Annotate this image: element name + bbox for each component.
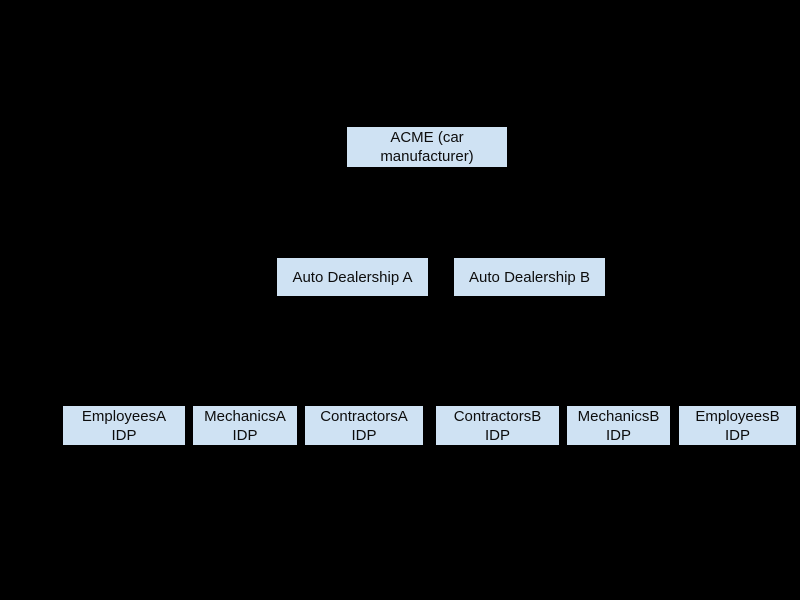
diagram-node-contractors-a-idp: ContractorsA IDP (305, 406, 423, 445)
diagram-node-acme: ACME (car manufacturer) (347, 127, 507, 167)
diagram-node-mechanics-a-idp: MechanicsA IDP (193, 406, 297, 445)
diagram-node-employees-a-idp: EmployeesA IDP (63, 406, 185, 445)
diagram-node-contractors-b-idp: ContractorsB IDP (436, 406, 559, 445)
diagram-node-employees-b-idp: EmployeesB IDP (679, 406, 796, 445)
diagram-node-auto-dealership-a: Auto Dealership A (277, 258, 428, 296)
diagram-node-auto-dealership-b: Auto Dealership B (454, 258, 605, 296)
diagram-node-mechanics-b-idp: MechanicsB IDP (567, 406, 670, 445)
